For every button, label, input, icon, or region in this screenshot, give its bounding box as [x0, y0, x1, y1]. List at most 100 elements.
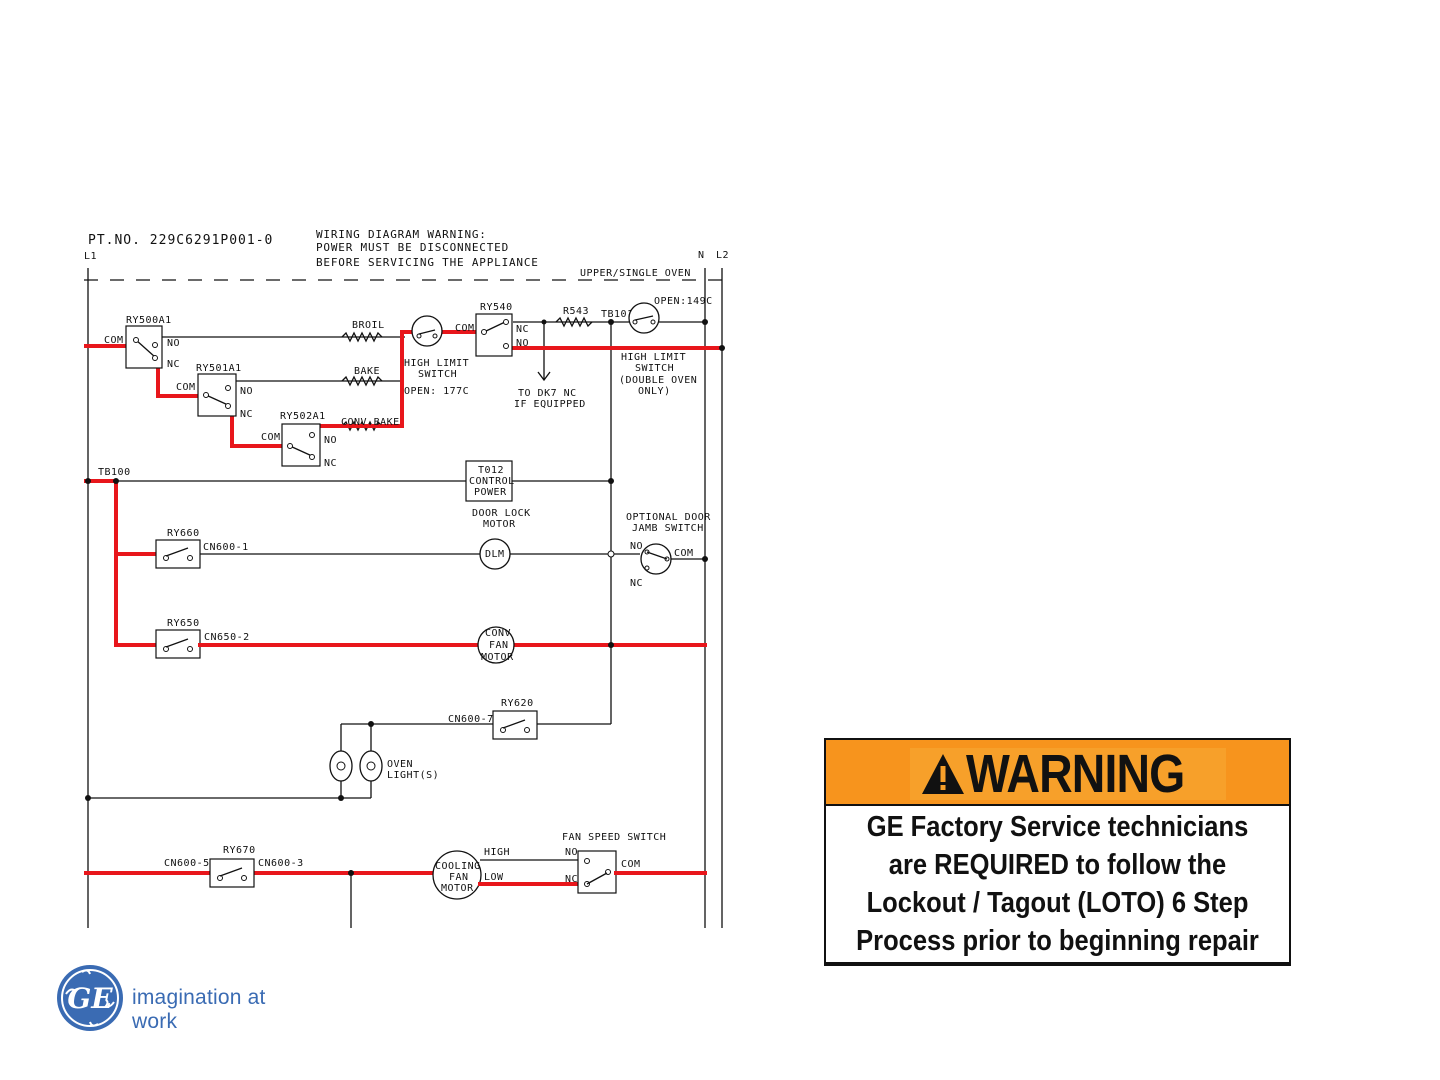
warning-header: WARNING [824, 738, 1291, 806]
conv-fan-line-3: MOTOR [481, 652, 514, 663]
high-limit-2-line-3: (DOUBLE OVEN [619, 375, 697, 386]
cn650-2-label: CN650-2 [204, 632, 250, 643]
relay-ry500a1 [125, 325, 163, 369]
high-limit-switch-2 [628, 302, 660, 334]
ry502a1-label: RY502A1 [280, 411, 326, 422]
oven-light-2 [359, 750, 383, 782]
ry540-no: NO [516, 338, 529, 349]
wiring-warning-line-2: POWER MUST BE DISCONNECTED [316, 241, 509, 254]
door-jamb-com: COM [674, 548, 694, 559]
dk7-line-1: TO DK7 NC [518, 388, 577, 399]
oven-light-line-2: LIGHT(S) [387, 770, 439, 781]
open-149-label: OPEN:149C [654, 296, 713, 307]
t012-line-3: POWER [474, 487, 507, 498]
conv-fan-line-1: CONV [485, 628, 511, 639]
high-limit-1-line-2: SWITCH [418, 369, 457, 380]
nc-path-1-highlight [156, 366, 200, 398]
l1-label: L1 [84, 251, 97, 262]
high-label: HIGH [484, 847, 510, 858]
ry502a1-no: NO [324, 435, 337, 446]
ge-logo: GE imagination at work [56, 964, 316, 1036]
ry500a1-label: RY500A1 [126, 315, 172, 326]
fan-speed-switch-label: FAN SPEED SWITCH [562, 832, 666, 843]
ry502a1-nc: NC [324, 458, 337, 469]
ry670-label: RY670 [223, 845, 256, 856]
relay-ry670 [209, 858, 255, 888]
section-label: UPPER/SINGLE OVEN [580, 268, 691, 279]
oven-light-1 [329, 750, 353, 782]
relay-ry501a1 [197, 373, 237, 417]
broil-label: BROIL [352, 320, 385, 331]
door-jamb-line-1: OPTIONAL DOOR [626, 512, 711, 523]
ge-tagline: imagination at work [132, 986, 266, 1033]
high-limit-1-line-1: HIGH LIMIT [404, 358, 469, 369]
relay-ry540 [475, 313, 513, 357]
door-lock-line-2: MOTOR [483, 519, 516, 530]
fan-speed-no: NO [565, 847, 578, 858]
relay-ry650 [155, 629, 201, 659]
warning-body: GE Factory Service technicians are REQUI… [824, 806, 1291, 966]
warning-triangle-icon [922, 754, 964, 794]
t012-line-2: CONTROL [469, 476, 515, 487]
cooling-fan-motor [432, 850, 482, 900]
ry620-label: RY620 [501, 698, 534, 709]
conv-bake-label: CONV.BAKE [341, 417, 400, 428]
cooling-fan-line-1: COOLING [435, 861, 481, 872]
conv-fan-motor [477, 626, 515, 664]
conv-fan-line-2: FAN [489, 640, 509, 651]
svg-text:GE: GE [67, 982, 113, 1015]
ry501a1-nc: NC [240, 409, 253, 420]
high-limit-1-line-3: OPEN: 177C [404, 386, 469, 397]
ry501a1-com: COM [176, 382, 196, 393]
relay-ry660 [155, 539, 201, 569]
ry540-com: COM [455, 323, 475, 334]
bake-label: BAKE [354, 366, 380, 377]
dlm-label: DLM [485, 549, 505, 560]
cooling-fan-line-2: FAN [449, 872, 469, 883]
door-jamb-switch [640, 543, 672, 575]
oven-light-line-1: OVEN [387, 759, 413, 770]
ry650-label: RY650 [167, 618, 200, 629]
ge-monogram-icon: GE [57, 965, 123, 1031]
warning-heading: WARNING [966, 744, 1185, 804]
l2-label: L2 [716, 250, 729, 261]
ry501a1-no: NO [240, 386, 253, 397]
high-limit-switch-1 [411, 315, 443, 347]
bake-element [341, 375, 383, 387]
wiring-warning-line-1: WIRING DIAGRAM WARNING: [316, 228, 487, 241]
nc-path-2-highlight [230, 410, 284, 448]
r543-label: R543 [563, 306, 589, 317]
fan-speed-com: COM [621, 859, 641, 870]
dk7-line-2: IF EQUIPPED [514, 399, 586, 410]
ry540-nc: NC [516, 324, 529, 335]
high-limit-2-line-2: SWITCH [635, 363, 674, 374]
tb101-label: TB101 [601, 309, 634, 320]
part-number: PT.NO. 229C6291P001-0 [88, 233, 273, 248]
ry500a1-com: COM [104, 335, 124, 346]
relay-ry620 [492, 710, 538, 740]
cn600-1-label: CN600-1 [203, 542, 249, 553]
r543-resistor [555, 316, 593, 328]
cn600-5-label: CN600-5 [164, 858, 210, 869]
relay-ry502a1 [281, 423, 321, 467]
cn600-3-label: CN600-3 [258, 858, 304, 869]
ry540-label: RY540 [480, 302, 513, 313]
ry502a1-com: COM [261, 432, 281, 443]
high-limit-2-line-1: HIGH LIMIT [621, 352, 686, 363]
ry500a1-nc: NC [167, 359, 180, 370]
wiring-warning-line-3: BEFORE SERVICING THE APPLIANCE [316, 256, 539, 269]
door-lock-line-1: DOOR LOCK [472, 508, 531, 519]
cooling-fan-line-3: MOTOR [441, 883, 474, 894]
dk7-arrow [537, 371, 551, 382]
warning-text: GE Factory Service technicians are REQUI… [856, 811, 1259, 957]
door-jamb-line-2: JAMB SWITCH [632, 523, 704, 534]
fan-speed-switch [577, 850, 617, 894]
low-label: LOW [484, 872, 504, 883]
door-lock-motor [479, 538, 511, 570]
tb100-highlight [84, 479, 158, 647]
door-jamb-no: NO [630, 541, 643, 552]
fan-speed-nc: NC [565, 874, 578, 885]
cn600-7-label: CN600-7 [448, 714, 494, 725]
ry500a1-no: NO [167, 338, 180, 349]
